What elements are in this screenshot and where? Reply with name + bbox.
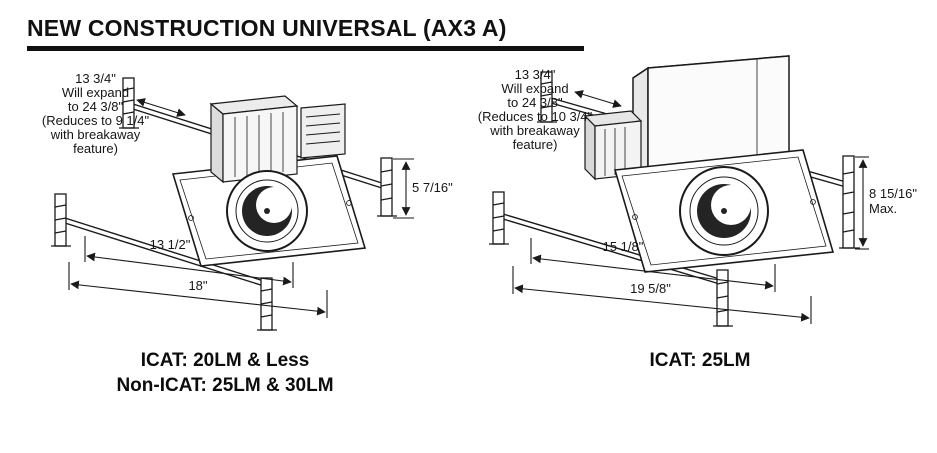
- right-outer-width-dimension-label: 19 5/8": [630, 281, 671, 296]
- note-line: feature): [512, 137, 558, 152]
- left-junction-box: [209, 95, 299, 184]
- nail-plate-bracket-back-right: [839, 155, 860, 249]
- right-fixture-drawing: [489, 55, 869, 327]
- left-inner-width-dimension-label: 13 1/2": [149, 237, 191, 252]
- nail-plate-bracket-front-left: [489, 191, 509, 245]
- nail-plate-bracket-back-left: [119, 77, 139, 129]
- note-line: to 24 3/8": [67, 99, 124, 114]
- left-fixture-figure: 13 3/4" Will expand to 24 3/8" (Reduces …: [15, 58, 460, 368]
- left-dimension-lines: [68, 98, 414, 318]
- note-line: Will expand: [501, 81, 569, 96]
- title-underline: [27, 46, 584, 51]
- nail-plate-bracket-front-right: [257, 277, 277, 331]
- left-caption-line1: ICAT: 20LM & Less: [140, 350, 310, 371]
- note-line: Will expand: [61, 85, 130, 100]
- right-trim-ring: [679, 166, 769, 256]
- right-caption-line1: ICAT: 25LM: [649, 350, 751, 371]
- note-line: with breakaway: [50, 127, 141, 142]
- note-line: (Reduces to 9 1/4": [41, 113, 150, 128]
- left-caption: ICAT: 20LM & Less Non-ICAT: 25LM & 30LM: [40, 348, 410, 398]
- nail-plate-bracket-front-left: [51, 193, 71, 247]
- left-caption-line2: Non-ICAT: 25LM & 30LM: [116, 375, 334, 396]
- note-line: (Reduces to 10 3/4": [477, 109, 593, 124]
- right-expansion-note: 13 3/4" Will expand to 24 3/8" (Reduces …: [461, 68, 609, 152]
- right-height-dimension-label: 8 15/16" Max.: [869, 186, 917, 216]
- left-driver-box: [300, 103, 346, 159]
- nail-plate-bracket-back-right: [377, 157, 397, 217]
- note-line: 13 3/4": [75, 71, 116, 86]
- nail-plate-bracket-back-left: [537, 71, 557, 123]
- page-title: NEW CONSTRUCTION UNIVERSAL (AX3 A): [27, 15, 507, 41]
- left-height-dimension-label: 5 7/16": [412, 180, 453, 195]
- right-inner-width-dimension-label: 15 1/8": [602, 239, 644, 254]
- note-line: feature): [73, 141, 118, 156]
- note-line: with breakaway: [490, 123, 580, 138]
- right-junction-box: [583, 110, 643, 181]
- note-line: 13 3/4": [514, 67, 556, 82]
- right-height-dimension-qualifier: Max.: [869, 201, 898, 216]
- right-height-dimension-value: 8 15/16": [869, 186, 917, 201]
- right-dimension-lines: [512, 90, 869, 324]
- right-caption: ICAT: 25LM: [530, 348, 870, 373]
- right-fixture-figure: 13 3/4" Will expand to 24 3/8" (Reduces …: [455, 52, 937, 367]
- left-fixture-drawing: [51, 77, 414, 331]
- left-trim-ring: [226, 170, 308, 252]
- left-expansion-note: 13 3/4" Will expand to 24 3/8" (Reduces …: [23, 72, 168, 156]
- left-outer-width-dimension-label: 18": [188, 278, 208, 293]
- note-line: to 24 3/8": [507, 95, 563, 110]
